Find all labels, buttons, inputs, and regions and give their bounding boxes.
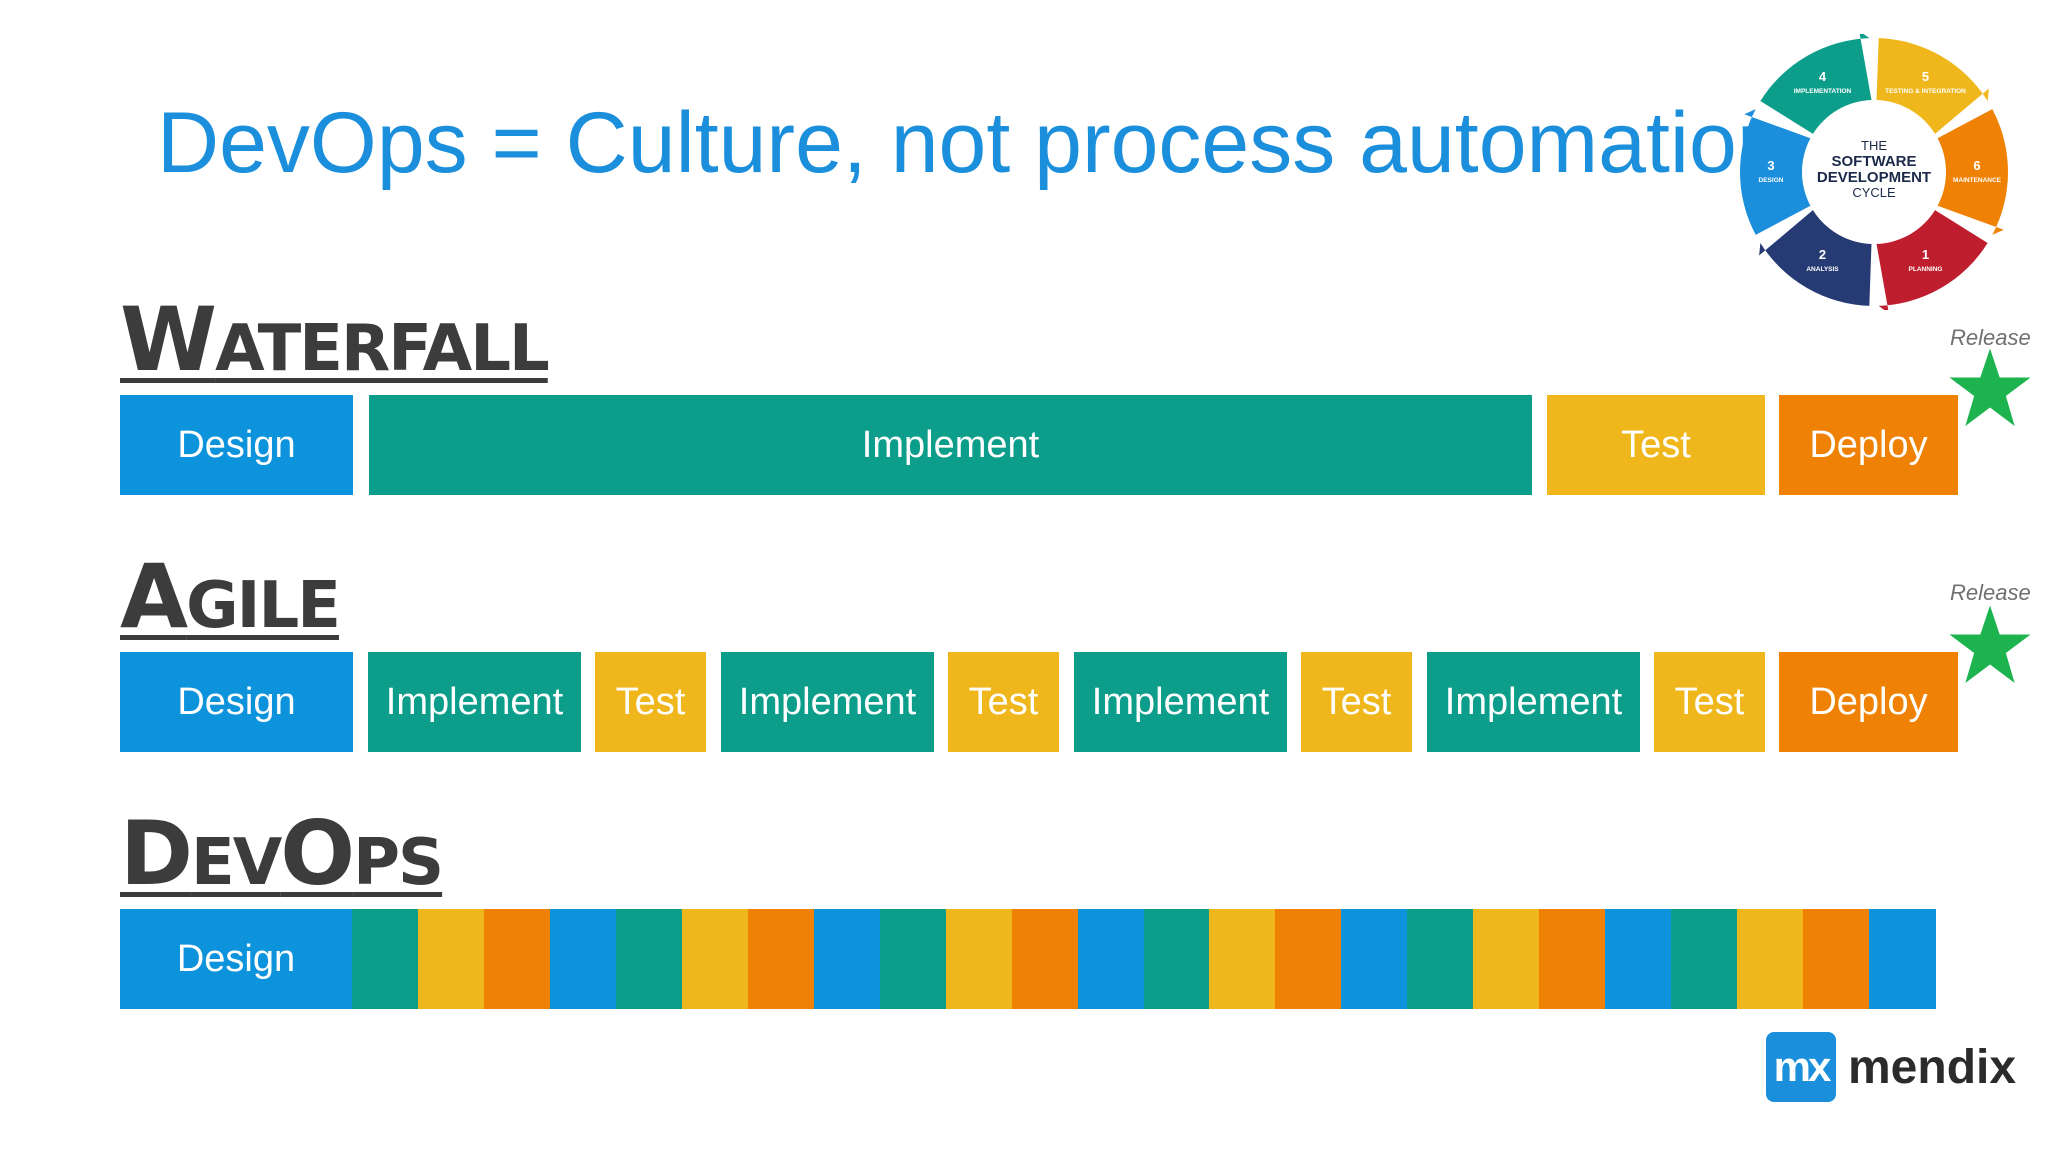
waterfall-test-block: Test <box>1547 395 1765 495</box>
agile-heading-initial: A <box>120 545 188 648</box>
waterfall-release-label: Release <box>1950 325 2031 350</box>
cycle-step-number: 4 <box>1819 69 1827 84</box>
cycle-step-number: 2 <box>1819 247 1826 262</box>
phase-label: Test <box>615 680 686 723</box>
cycle-step-number: 3 <box>1767 158 1774 173</box>
devops-deploy-stripe <box>1803 909 1870 1009</box>
devops-test-stripe <box>1209 909 1276 1009</box>
mendix-logo: mx mendix <box>1766 1032 2016 1102</box>
cycle-step-label: MAINTENANCE <box>1953 177 2002 184</box>
cycle-step-number: 1 <box>1922 247 1929 262</box>
agile-release-star-icon <box>1949 605 2031 683</box>
cycle-step-label: PLANNING <box>1909 266 1943 273</box>
devops-heading: DEVOPS <box>120 810 444 900</box>
devops-deploy-stripe <box>484 909 551 1009</box>
page-title: DevOps = Culture, not process automation <box>157 95 1785 191</box>
devops-implement-stripe <box>1671 909 1738 1009</box>
devops-design-stripe <box>1869 909 1936 1009</box>
cycle-step-label: DESIGN <box>1759 177 1784 184</box>
devops-deploy-stripe <box>1539 909 1606 1009</box>
agile-implement-block: Implement <box>1074 652 1287 752</box>
devops-deploy-stripe <box>748 909 815 1009</box>
agile-implement-block: Implement <box>368 652 581 752</box>
phase-label: Design <box>177 423 296 466</box>
waterfall-implement-block: Implement <box>369 395 1532 495</box>
phase-label: Test <box>968 680 1039 723</box>
devops-design-stripe <box>550 909 617 1009</box>
phase-label: Implement <box>861 423 1040 466</box>
phase-label: Design <box>176 937 296 980</box>
cycle-segment <box>1876 38 1989 134</box>
devops-design-stripe <box>1078 909 1145 1009</box>
devops-test-stripe <box>1473 909 1540 1009</box>
devops-implement-stripe <box>880 909 947 1009</box>
phase-label: Test <box>1621 423 1691 466</box>
devops-test-stripe <box>682 909 749 1009</box>
phase-label: Implement <box>1091 680 1270 723</box>
devops-implement-stripe <box>1407 909 1474 1009</box>
cycle-segment <box>1876 210 1988 310</box>
agile-heading: AGILE <box>120 553 341 643</box>
devops-design-block: Design <box>120 909 352 1009</box>
devops-design-stripe <box>1341 909 1408 1009</box>
devops-heading-initial-2: O <box>280 802 355 905</box>
devops-implement-stripe <box>352 909 419 1009</box>
waterfall-deploy-block: Deploy <box>1779 395 1958 495</box>
devops-heading-part-2: PS <box>353 826 444 900</box>
agile-test-block: Test <box>948 652 1059 752</box>
devops-test-stripe <box>418 909 485 1009</box>
cycle-title-line: THE <box>1861 138 1887 153</box>
mendix-logo-word: mendix <box>1848 1040 2017 1094</box>
devops-heading-part: EV <box>191 826 282 900</box>
devops-design-stripe <box>814 909 881 1009</box>
waterfall-heading: WATERFALL <box>120 296 550 386</box>
agile-design-block: Design <box>120 652 353 752</box>
phase-label: Design <box>177 680 296 723</box>
cycle-step-label: ANALYSIS <box>1806 266 1839 273</box>
cycle-title-line: CYCLE <box>1852 185 1896 200</box>
waterfall-design-block: Design <box>120 395 353 495</box>
devops-deploy-stripe <box>1275 909 1342 1009</box>
cycle-title-line: SOFTWARE <box>1832 153 1917 170</box>
phase-label: Deploy <box>1809 423 1928 466</box>
agile-implement-block: Implement <box>721 652 934 752</box>
cycle-step-number: 6 <box>1973 158 1980 173</box>
sdlc-cycle-diagram: THE SOFTWARE DEVELOPMENT CYCLE 4IMPLEMEN… <box>1740 34 2008 310</box>
cycle-title-line: DEVELOPMENT <box>1817 169 1931 186</box>
devops-heading-initial: D <box>120 802 193 905</box>
waterfall-heading-rest: ATERFALL <box>215 312 550 386</box>
cycle-segment <box>1759 210 1872 306</box>
cycle-step-label: IMPLEMENTATION <box>1794 88 1852 95</box>
devops-test-stripe <box>1737 909 1804 1009</box>
phase-label: Implement <box>738 680 917 723</box>
phase-label: Implement <box>385 680 564 723</box>
agile-deploy-block: Deploy <box>1779 652 1958 752</box>
cycle-segment <box>1760 34 1872 134</box>
devops-test-stripe <box>946 909 1013 1009</box>
waterfall-heading-initial: W <box>120 288 217 391</box>
cycle-step-label: TESTING & INTEGRATION <box>1885 88 1966 95</box>
phase-label: Test <box>1674 680 1745 723</box>
devops-deploy-stripe <box>1012 909 1079 1009</box>
agile-heading-rest: GILE <box>186 569 341 643</box>
waterfall-release-star-icon <box>1949 348 2031 426</box>
phase-label: Deploy <box>1809 680 1928 723</box>
cycle-segment <box>1740 109 1811 235</box>
devops-design-stripe <box>1605 909 1672 1009</box>
devops-implement-stripe <box>616 909 683 1009</box>
phase-label: Test <box>1321 680 1392 723</box>
agile-test-block: Test <box>1301 652 1412 752</box>
agile-test-block: Test <box>595 652 706 752</box>
cycle-step-number: 5 <box>1922 69 1929 84</box>
agile-implement-block: Implement <box>1427 652 1640 752</box>
devops-implement-stripe <box>1144 909 1210 1009</box>
agile-release-label: Release <box>1950 580 2031 605</box>
phase-label: Implement <box>1444 680 1623 723</box>
agile-test-block: Test <box>1654 652 1765 752</box>
mendix-logo-mark: mx <box>1766 1032 1836 1102</box>
cycle-segment <box>1937 109 2008 235</box>
